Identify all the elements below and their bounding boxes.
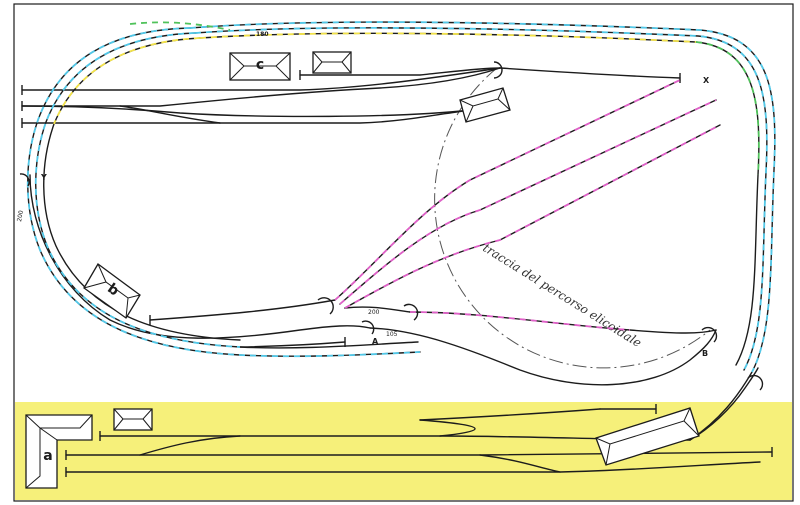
building-lower-right bbox=[595, 407, 700, 466]
number-180: 180 bbox=[256, 31, 269, 38]
point-x-label: X bbox=[703, 76, 710, 85]
helix-portals bbox=[19, 61, 764, 391]
helix-trace bbox=[434, 67, 711, 369]
building-right-upper bbox=[459, 87, 511, 123]
point-b-label: B bbox=[702, 349, 708, 358]
number-105: 105 bbox=[386, 331, 398, 338]
building-c-label: c bbox=[256, 57, 264, 73]
route-overlays bbox=[26, 21, 776, 373]
number-200-left: 200 bbox=[16, 210, 25, 223]
building-small-upper bbox=[312, 51, 352, 74]
upper-yard-tracks bbox=[21, 67, 681, 124]
building-a-label: a bbox=[43, 448, 52, 464]
number-200-right: 200 bbox=[368, 309, 380, 316]
building-a: a bbox=[25, 414, 93, 489]
building-b: b bbox=[83, 263, 141, 319]
building-c: c bbox=[229, 52, 291, 81]
point-a-label: A bbox=[372, 337, 379, 346]
siding-near-a bbox=[239, 341, 346, 348]
point-y-label: Y bbox=[40, 173, 47, 182]
building-small-lower bbox=[113, 408, 153, 431]
